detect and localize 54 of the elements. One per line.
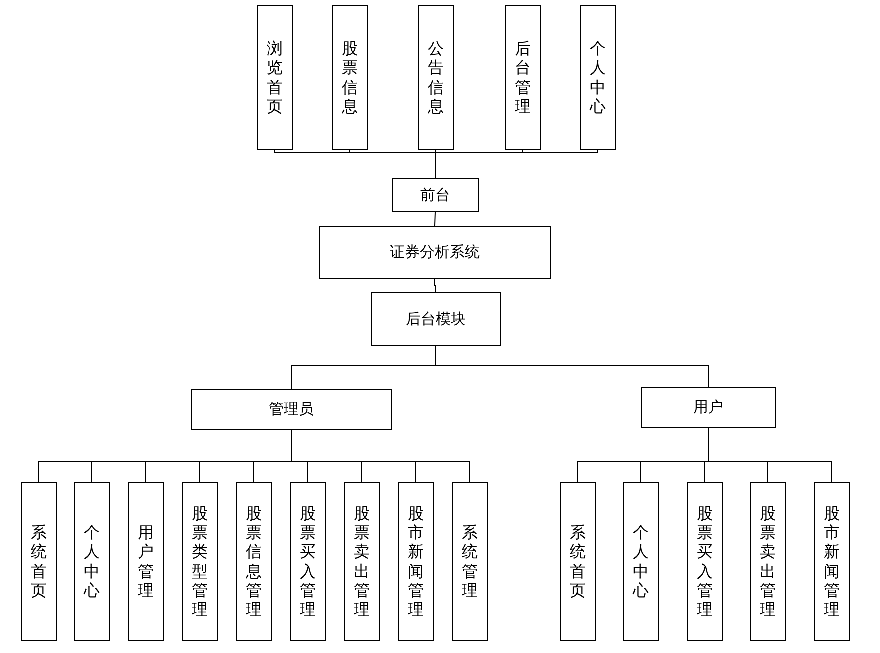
module-label: 股票卖出管理 bbox=[354, 504, 370, 620]
module-box bbox=[182, 482, 218, 641]
module-box bbox=[560, 482, 596, 641]
module-label: 后台模块 bbox=[406, 308, 466, 330]
module-box bbox=[392, 178, 479, 212]
module-label: 后台管理 bbox=[515, 39, 531, 116]
module-label: 个人中心 bbox=[84, 523, 100, 600]
module-label: 个人中心 bbox=[590, 39, 606, 116]
module-box bbox=[74, 482, 110, 641]
module-box bbox=[344, 482, 380, 641]
module-label: 管理员 bbox=[269, 399, 314, 420]
module-box bbox=[814, 482, 850, 641]
module-box bbox=[452, 482, 488, 641]
module-box bbox=[21, 482, 57, 641]
module-label: 股票买入管理 bbox=[300, 504, 316, 620]
module-label: 股票卖出管理 bbox=[760, 504, 776, 620]
module-label: 股市新闻管理 bbox=[824, 504, 840, 620]
module-box bbox=[623, 482, 659, 641]
module-label: 系统管理 bbox=[462, 523, 478, 600]
connector-line bbox=[436, 346, 709, 388]
module-box bbox=[236, 482, 272, 641]
module-label: 个人中心 bbox=[633, 523, 649, 600]
module-label: 系统首页 bbox=[31, 523, 47, 600]
module-box bbox=[505, 5, 541, 150]
module-box bbox=[418, 5, 454, 150]
module-label: 前台 bbox=[420, 184, 450, 206]
module-box bbox=[319, 226, 551, 279]
connector-line bbox=[708, 428, 832, 482]
module-box bbox=[398, 482, 434, 641]
module-box bbox=[580, 5, 616, 150]
connector-line bbox=[435, 150, 598, 178]
module-label: 浏览首页 bbox=[267, 39, 283, 116]
module-box bbox=[332, 5, 368, 150]
module-label: 系统首页 bbox=[570, 523, 586, 600]
connector-line bbox=[434, 278, 436, 292]
module-box bbox=[641, 387, 776, 428]
module-label: 股市新闻管理 bbox=[408, 504, 424, 620]
module-box bbox=[290, 482, 326, 641]
module-label: 股票类型管理 bbox=[192, 504, 208, 620]
module-label: 用户管理 bbox=[138, 523, 154, 600]
module-label: 股票买入管理 bbox=[697, 504, 713, 620]
module-box bbox=[191, 389, 392, 430]
connector-line bbox=[434, 212, 436, 226]
module-box bbox=[257, 5, 293, 150]
module-label: 股票信息 bbox=[342, 39, 358, 116]
module-box bbox=[371, 292, 501, 346]
module-label: 证券分析系统 bbox=[390, 242, 480, 264]
module-label: 公告信息 bbox=[428, 39, 444, 116]
module-label: 股票信息管理 bbox=[246, 504, 262, 620]
connector-line bbox=[291, 430, 470, 482]
module-label: 用户 bbox=[694, 397, 724, 418]
module-box bbox=[687, 482, 723, 641]
module-box bbox=[128, 482, 164, 641]
module-box bbox=[750, 482, 786, 641]
